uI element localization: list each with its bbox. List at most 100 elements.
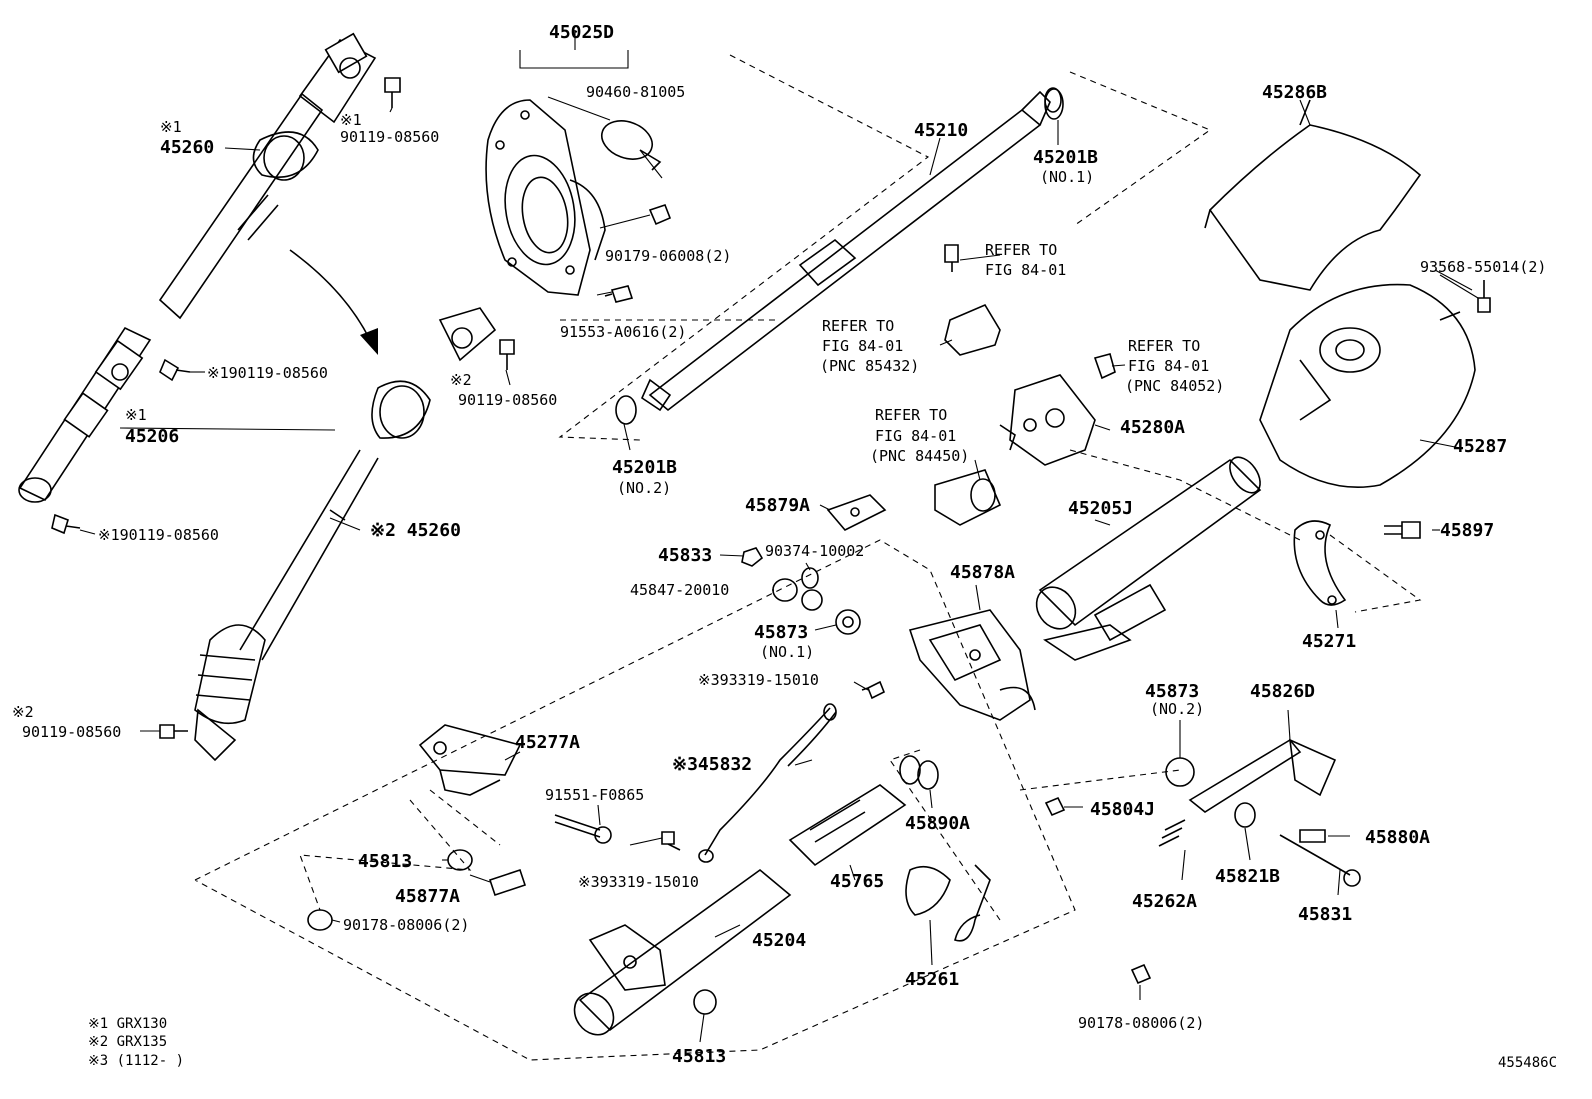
cover-45287 (1259, 283, 1476, 488)
cover-45025D (485, 30, 629, 296)
label-45206: 45206 (125, 426, 179, 447)
switch-45280A (999, 374, 1096, 466)
label-45873-no2-note: (NO.2) (1150, 700, 1204, 718)
label-45832: ※345832 (672, 754, 752, 775)
bracket-45277A (418, 724, 522, 796)
label-45831: 45831 (1298, 904, 1352, 925)
label-90119-e-mark: ※2 (12, 703, 34, 721)
label-refer-d1: REFER TO (875, 406, 947, 424)
note-grx130: ※1 GRX130 (88, 1016, 167, 1032)
label-45897: 45897 (1440, 520, 1494, 541)
rings-45201B (615, 88, 1064, 425)
label-90119-d-mark: ※2 (450, 371, 472, 389)
plate-45879A (826, 494, 887, 531)
label-90119-e: 90119-08560 (22, 723, 121, 741)
label-45277a: 45277A (515, 732, 580, 753)
sleeve-45765 (788, 784, 907, 867)
figure-code: 455486C (1498, 1055, 1557, 1071)
label-90179-06008: 90179-06008(2) (605, 247, 731, 265)
label-45201b-no2: 45201B (612, 457, 677, 478)
label-45878a: 45878A (950, 562, 1015, 583)
bolts-93319 (661, 680, 886, 851)
label-45873-no2: 45873 (1145, 681, 1199, 702)
label-45813-a: 45813 (358, 851, 412, 872)
label-refer-c1: REFER TO (1128, 337, 1200, 355)
note-grx135: ※2 GRX135 (88, 1034, 167, 1050)
note-date-range: ※3 (1112- ) (88, 1053, 184, 1069)
label-45205j: 45205J (1068, 498, 1133, 519)
label-refer-b3: (PNC 85432) (820, 357, 919, 375)
label-45025D: 45025D (549, 22, 614, 43)
label-45879a: 45879A (745, 495, 810, 516)
label-refer-c2: FIG 84-01 (1128, 357, 1209, 375)
label-45260-upper: 45260 (160, 137, 214, 158)
label-refer-d2: FIG 84-01 (875, 427, 956, 445)
label-45286b: 45286B (1262, 82, 1327, 103)
label-90119-d: 90119-08560 (458, 391, 557, 409)
label-45833: 45833 (658, 545, 712, 566)
label-45260-lower: ※2 45260 (370, 520, 461, 541)
label-45821b: 45821B (1215, 866, 1280, 887)
clamp-90460 (601, 120, 662, 171)
label-45210: 45210 (914, 120, 968, 141)
lever-assembly (1188, 738, 1361, 887)
label-45201b-no1-note: (NO.1) (1040, 168, 1094, 186)
part-labels: 45025D 90460-81005 90179-06008(2) 91553-… (12, 22, 1546, 1067)
label-45813-b: 45813 (672, 1046, 726, 1067)
screw-45897 (1384, 521, 1421, 539)
label-91553-a0616: 91553-A0616(2) (560, 323, 686, 341)
bolt-icons (51, 77, 515, 739)
label-90119-a-mark: ※1 (340, 111, 362, 129)
label-45260-upper-mark: ※1 (160, 118, 182, 136)
label-45204: 45204 (752, 930, 806, 951)
label-refer-c3: (PNC 84052) (1125, 377, 1224, 395)
label-refer-a2: FIG 84-01 (985, 261, 1066, 279)
label-93319-15010-a: ※393319-15010 (698, 671, 819, 689)
label-93319-15010-b: ※393319-15010 (578, 873, 699, 891)
label-refer-a1: REFER TO (985, 241, 1057, 259)
parts-right-lower (1044, 757, 1195, 985)
bracket-45878A (908, 609, 1036, 721)
shaft-45210 (640, 87, 1062, 412)
label-45877a: 45877A (395, 886, 460, 907)
label-45873-no1-note: (NO.1) (760, 643, 814, 661)
label-45261: 45261 (905, 969, 959, 990)
shaft-45260-lower (194, 307, 497, 762)
label-refer-d3: (PNC 84450) (870, 447, 969, 465)
label-90460-81005: 90460-81005 (586, 83, 685, 101)
label-45271: 45271 (1302, 631, 1356, 652)
label-refer-b1: REFER TO (822, 317, 894, 335)
label-45890a: 45890A (905, 813, 970, 834)
label-90178-08006-a: 90178-08006(2) (343, 916, 469, 934)
tube-45205J (1035, 456, 1262, 661)
fasteners-cover (604, 203, 672, 303)
bolt-91551 (554, 814, 612, 844)
shaft-45260-upper (158, 32, 377, 320)
label-45873-no1: 45873 (754, 622, 808, 643)
label-45826d: 45826D (1250, 681, 1315, 702)
assembly-boundaries (194, 54, 1422, 1061)
label-93568-55014: 93568-55014(2) (1420, 258, 1546, 276)
label-45280a: 45280A (1120, 417, 1185, 438)
label-45201b-no1: 45201B (1033, 147, 1098, 168)
label-45287: 45287 (1453, 436, 1507, 457)
label-91551-f0865: 91551-F0865 (545, 786, 644, 804)
label-90178-08006-b: 90178-08006(2) (1078, 1014, 1204, 1032)
label-90119-a: 90119-08560 (340, 128, 439, 146)
referenced-parts (934, 244, 1116, 526)
spring-45261 (905, 864, 991, 942)
bushing-45890A (899, 755, 939, 790)
label-90119-b: ※190119-08560 (207, 364, 328, 382)
label-45206-mark: ※1 (125, 406, 147, 424)
label-refer-b2: FIG 84-01 (822, 337, 903, 355)
label-45765: 45765 (830, 871, 884, 892)
screw-93568 (1477, 280, 1491, 313)
label-90374-10002: 90374-10002 (765, 542, 864, 560)
label-45880a: 45880A (1365, 827, 1430, 848)
leader-lines (79, 96, 1479, 1043)
label-45201b-no2-note: (NO.2) (617, 479, 671, 497)
shaft-45206 (18, 326, 152, 503)
cover-45286B (1204, 99, 1422, 291)
